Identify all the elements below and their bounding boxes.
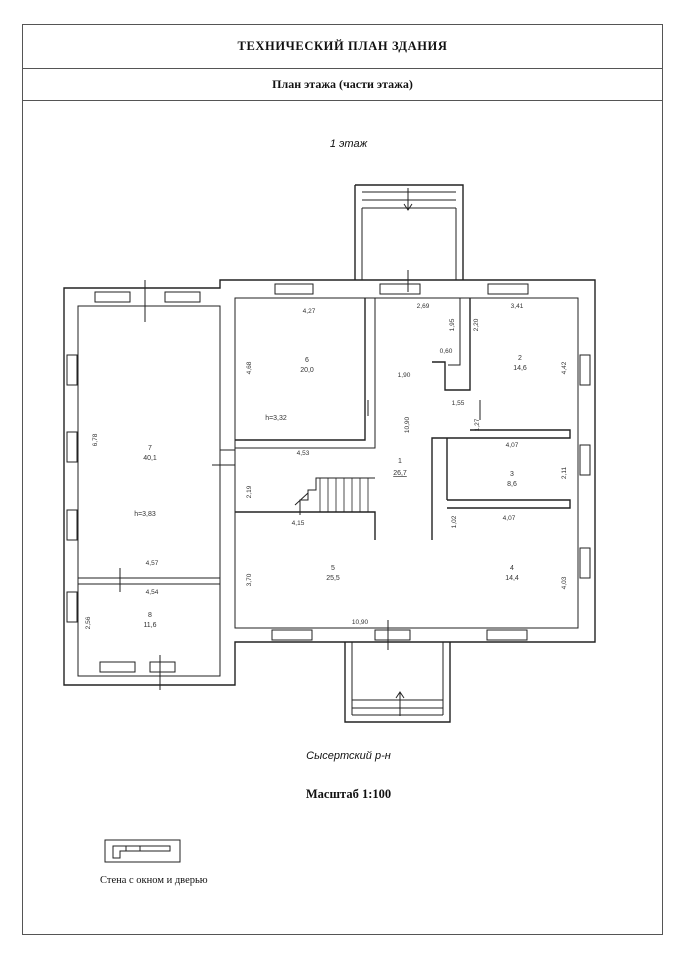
dimension: 4,07 <box>503 515 516 522</box>
window <box>94 291 131 303</box>
wall-room6-b <box>235 298 376 449</box>
dimension: 2,20 <box>473 318 480 331</box>
dimension: 1,02 <box>451 515 458 528</box>
dimension: 1,95 <box>449 318 456 331</box>
room-area: 20,0 <box>300 367 314 374</box>
page-subtitle: План этажа (части этажа) <box>22 69 663 101</box>
dimension: 3,41 <box>511 303 524 310</box>
arrow-up-icon <box>395 691 405 699</box>
room-area: 40,1 <box>143 455 157 462</box>
dimension: 6,78 <box>92 433 99 446</box>
wall-stairs <box>235 511 376 540</box>
window <box>374 629 411 641</box>
dimension: 4,27 <box>303 308 316 315</box>
stair-arrow <box>294 492 309 506</box>
legend-window <box>125 846 141 851</box>
window <box>271 629 313 641</box>
room-number: 3 <box>510 471 514 478</box>
staircase-lines <box>319 478 369 512</box>
window <box>579 354 591 386</box>
room-area: 25,5 <box>326 575 340 582</box>
porch-top-steps <box>361 191 457 280</box>
room-number: 6 <box>305 357 309 364</box>
window <box>149 661 176 673</box>
dimension: 4,42 <box>561 361 568 374</box>
arrow-down-icon <box>403 203 413 211</box>
room-area: 8,6 <box>507 481 517 488</box>
window <box>66 509 78 541</box>
wall-room7-door <box>220 449 235 466</box>
room-number: 8 <box>148 612 152 619</box>
legend-symbol <box>104 839 181 863</box>
dimension: 3,70 <box>246 573 253 586</box>
dimension: 1,27 <box>474 418 481 431</box>
dimension: 4,68 <box>246 361 253 374</box>
room-height: h=3,32 <box>265 415 287 422</box>
room-area: 11,6 <box>143 622 156 629</box>
porch-top <box>354 184 464 280</box>
scale-label: Масштаб 1:100 <box>305 787 392 801</box>
room-number: 5 <box>331 565 335 572</box>
room-area: 26,7 <box>393 470 407 477</box>
room-area: 14,4 <box>505 575 519 582</box>
window <box>579 547 591 579</box>
dimension: 2,19 <box>246 485 253 498</box>
dimension: 4,54 <box>146 589 159 596</box>
porch-bottom <box>344 642 451 723</box>
room-area: 14,6 <box>513 365 527 372</box>
room-number: 2 <box>518 355 522 362</box>
dimension: 0,60 <box>440 348 453 355</box>
dimension: 2,56 <box>85 616 92 629</box>
window <box>579 444 591 476</box>
room-number: 7 <box>148 445 152 452</box>
window <box>486 629 528 641</box>
dimension: 2,11 <box>561 467 568 480</box>
dimension: 2,69 <box>417 303 430 310</box>
wall-core-b <box>448 298 461 366</box>
dimension: 4,03 <box>561 576 568 589</box>
wall-room8 <box>78 577 221 585</box>
page-title: ТЕХНИЧЕСКИЙ ПЛАН ЗДАНИЯ <box>22 24 663 69</box>
wall-core <box>432 298 471 391</box>
legend-frame <box>104 839 181 863</box>
dimension: 4,53 <box>297 450 310 457</box>
window <box>164 291 201 303</box>
dimension: 10,90 <box>352 619 369 626</box>
window <box>66 354 78 386</box>
dimension: 10,90 <box>404 416 411 433</box>
room-number: 4 <box>510 565 514 572</box>
dimension: 1,90 <box>398 372 411 379</box>
legend-wall <box>112 845 171 859</box>
dimension: 4,15 <box>292 520 305 527</box>
legend-label: Стена с окном и дверью <box>100 875 208 886</box>
dimension: 4,57 <box>146 560 159 567</box>
window <box>379 283 421 295</box>
window <box>274 283 314 295</box>
room-height: h=3,83 <box>134 511 156 518</box>
wall-room3 <box>446 438 571 509</box>
dimension: 4,07 <box>506 442 519 449</box>
region-label: Сысертский р-н <box>306 750 391 762</box>
porch-bottom-steps <box>351 642 444 716</box>
staircase <box>299 477 375 515</box>
outer-wall <box>63 279 596 686</box>
inner-outline <box>234 297 579 629</box>
window <box>487 283 529 295</box>
window <box>99 661 136 673</box>
dimension: 1,55 <box>452 400 465 407</box>
wall-room6 <box>235 298 366 441</box>
room-number: 1 <box>398 458 402 465</box>
inner-outline <box>77 305 221 677</box>
window <box>66 591 78 623</box>
floor-label: 1 этаж <box>329 138 368 150</box>
page-frame <box>22 24 663 935</box>
wall-room2 <box>431 429 571 540</box>
window <box>66 431 78 463</box>
